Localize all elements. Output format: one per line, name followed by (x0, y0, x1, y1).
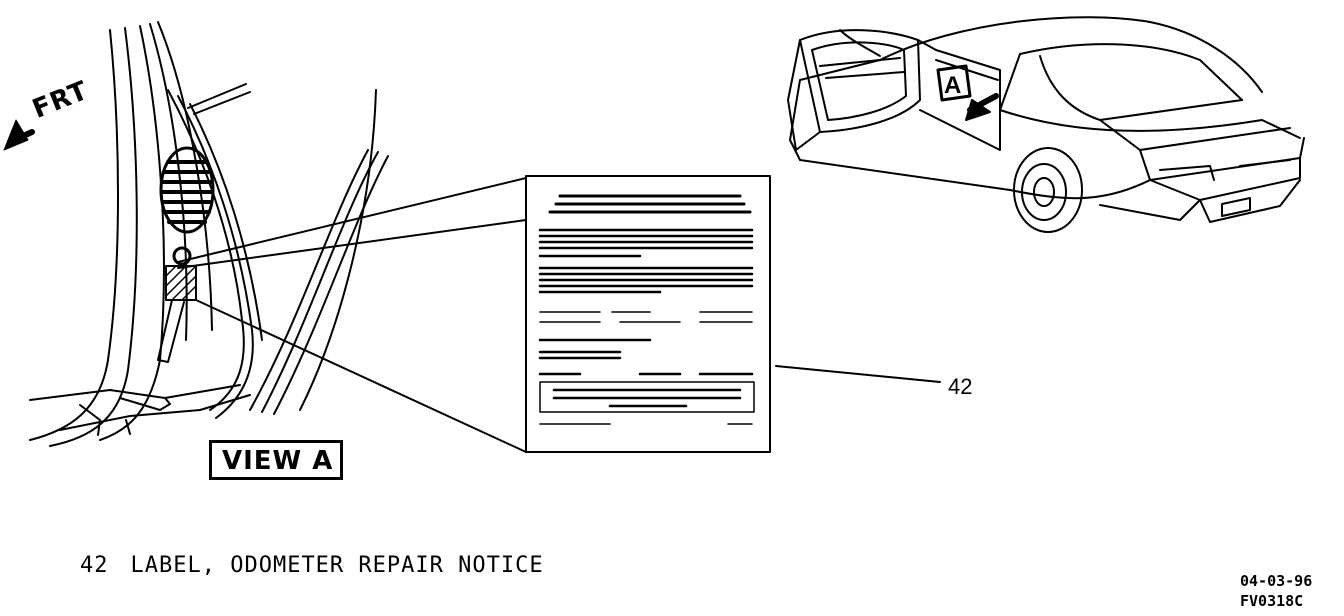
detail-tag-label: A (944, 72, 962, 99)
view-label: VIEW A (222, 446, 334, 476)
drawing-date: 04-03-96 (1240, 572, 1313, 590)
odometer-label-drawing (525, 175, 771, 453)
legend-entry: 42 LABEL, ODOMETER REPAIR NOTICE (80, 553, 566, 578)
front-direction-arrow (3, 119, 35, 151)
leader-lines (177, 177, 941, 453)
legend-text: LABEL, ODOMETER REPAIR NOTICE (130, 553, 544, 578)
drawing-code: FV0318C (1240, 592, 1304, 610)
car-drawing (787, 16, 1305, 233)
legend-number: 42 (80, 553, 109, 578)
door-pillar-drawing (29, 21, 389, 447)
callout-number: 42 (948, 374, 973, 399)
view-label-frame (209, 440, 343, 480)
